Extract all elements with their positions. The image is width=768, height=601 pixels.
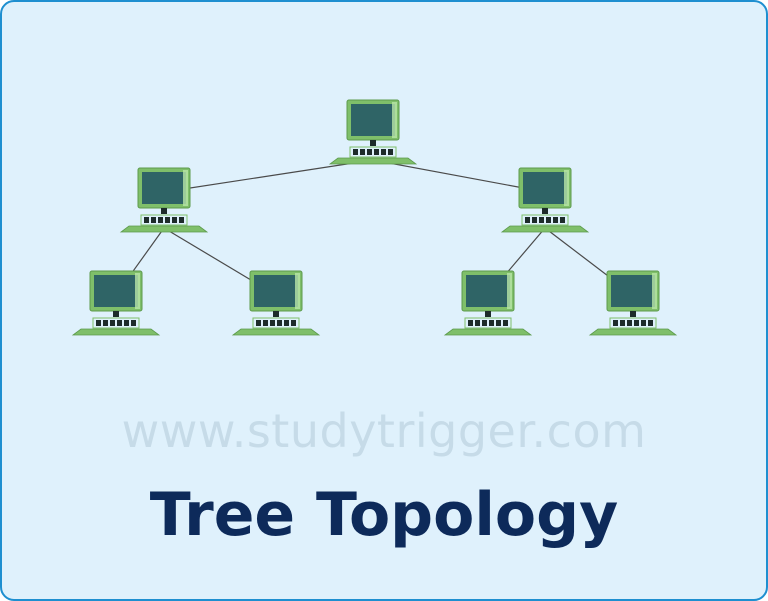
keyboard-tray xyxy=(328,157,418,165)
keyboard-key xyxy=(144,217,149,223)
monitor-stand xyxy=(630,311,636,317)
keyboard-key xyxy=(96,320,101,326)
monitor-screen xyxy=(523,172,567,204)
keyboard-tray xyxy=(588,328,678,336)
keyboard-frame xyxy=(252,317,300,329)
link-root-to-level1-left xyxy=(163,159,374,193)
keyboard-key xyxy=(110,320,115,326)
keyboard-tray xyxy=(443,328,533,336)
keyboard-key xyxy=(165,217,170,223)
keyboard-key xyxy=(546,217,551,223)
keyboard-key xyxy=(103,320,108,326)
computer-icon xyxy=(328,99,418,165)
keyboard-key xyxy=(482,320,487,326)
monitor-screen xyxy=(94,275,138,307)
diagram-title: Tree Topology xyxy=(149,480,619,550)
keyboard-tray xyxy=(231,328,321,336)
monitor-screen xyxy=(466,275,510,307)
keyboard-key xyxy=(634,320,639,326)
keyboard-frame xyxy=(92,317,140,329)
keyboard-key xyxy=(503,320,508,326)
monitor-highlight xyxy=(135,273,140,309)
keyboard-tray xyxy=(71,328,161,336)
keyboard-key xyxy=(179,217,184,223)
keyboard-tray xyxy=(119,225,209,233)
monitor-highlight xyxy=(183,170,188,206)
keyboard-key xyxy=(468,320,473,326)
keyboard-key xyxy=(353,149,358,155)
computer-icon xyxy=(231,270,321,336)
keyboard-key xyxy=(291,320,296,326)
keyboard-key xyxy=(117,320,122,326)
monitor-highlight xyxy=(392,102,397,138)
monitor-stand xyxy=(161,208,167,214)
link-root-to-level1-right xyxy=(372,159,546,193)
keyboard-key xyxy=(560,217,565,223)
keyboard-key xyxy=(124,320,129,326)
keyboard-key xyxy=(151,217,156,223)
keyboard-key xyxy=(620,320,625,326)
keyboard-key xyxy=(381,149,386,155)
keyboard-key xyxy=(131,320,136,326)
computer-icon xyxy=(500,167,590,233)
keyboard-key xyxy=(489,320,494,326)
monitor-stand xyxy=(273,311,279,317)
keyboard-key xyxy=(553,217,558,223)
keyboard-key xyxy=(388,149,393,155)
monitor-stand xyxy=(485,311,491,317)
keyboard-frame xyxy=(464,317,512,329)
monitor-stand xyxy=(542,208,548,214)
keyboard-key xyxy=(367,149,372,155)
keyboard-key xyxy=(648,320,653,326)
monitor-highlight xyxy=(564,170,569,206)
monitor-screen xyxy=(142,172,186,204)
keyboard-key xyxy=(277,320,282,326)
keyboard-key xyxy=(627,320,632,326)
keyboard-key xyxy=(256,320,261,326)
computer-icon xyxy=(588,270,678,336)
monitor-highlight xyxy=(295,273,300,309)
computer-icon xyxy=(119,167,209,233)
monitor-stand xyxy=(370,140,376,146)
keyboard-key xyxy=(496,320,501,326)
keyboard-key xyxy=(539,217,544,223)
monitor-screen xyxy=(611,275,655,307)
keyboard-key xyxy=(374,149,379,155)
keyboard-frame xyxy=(140,214,188,226)
keyboard-key xyxy=(263,320,268,326)
monitor-screen xyxy=(351,104,395,136)
computer-icon xyxy=(71,270,161,336)
keyboard-key xyxy=(613,320,618,326)
keyboard-frame xyxy=(609,317,657,329)
monitor-screen xyxy=(254,275,298,307)
monitor-highlight xyxy=(507,273,512,309)
keyboard-frame xyxy=(349,146,397,158)
keyboard-key xyxy=(270,320,275,326)
keyboard-key xyxy=(475,320,480,326)
monitor-highlight xyxy=(652,273,657,309)
keyboard-key xyxy=(360,149,365,155)
monitor-stand xyxy=(113,311,119,317)
watermark-text: www.studytrigger.com xyxy=(121,404,647,458)
keyboard-key xyxy=(641,320,646,326)
keyboard-key xyxy=(158,217,163,223)
keyboard-key xyxy=(532,217,537,223)
keyboard-key xyxy=(525,217,530,223)
keyboard-tray xyxy=(500,225,590,233)
computer-icon xyxy=(443,270,533,336)
keyboard-key xyxy=(172,217,177,223)
keyboard-frame xyxy=(521,214,569,226)
keyboard-key xyxy=(284,320,289,326)
